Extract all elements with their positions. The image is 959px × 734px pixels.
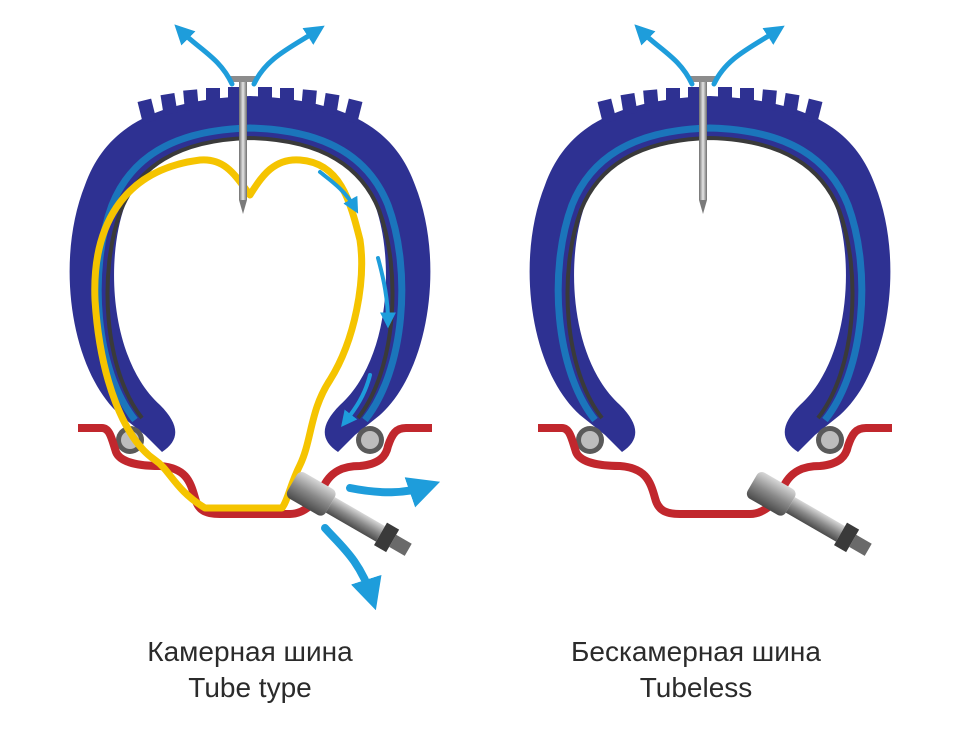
- tread-blocks: [597, 87, 823, 124]
- caption-russian: Бескамерная шина: [571, 636, 821, 667]
- tire-inner-layer: [554, 124, 866, 423]
- valve-stem: [286, 472, 412, 556]
- wheel-rim: [538, 424, 892, 518]
- tire-liner: [565, 135, 855, 420]
- inner-tube: [91, 156, 366, 512]
- caption-english: Tube type: [188, 672, 312, 703]
- air-flow-arrows: [318, 170, 396, 428]
- wheel-rim: [78, 424, 432, 518]
- tube-type-tire: [69, 24, 441, 611]
- tube-type-caption: Камерная шина Tube type: [30, 634, 470, 706]
- nail: [688, 76, 718, 214]
- valve-stem: [746, 472, 872, 556]
- tubeless-tire: [529, 24, 892, 556]
- bead-bundles: [576, 426, 844, 454]
- tire-illustrations: [69, 24, 892, 611]
- air-escape-arrows-top: [174, 24, 325, 87]
- tire-liner: [105, 135, 395, 420]
- air-escape-arrows-valve: [321, 477, 441, 611]
- air-escape-arrows-top: [634, 24, 785, 87]
- caption-english: Tubeless: [639, 672, 753, 703]
- tubeless-caption: Бескамерная шина Tubeless: [476, 634, 916, 706]
- tread-blocks: [137, 87, 363, 124]
- caption-russian: Камерная шина: [147, 636, 353, 667]
- nail: [228, 76, 258, 214]
